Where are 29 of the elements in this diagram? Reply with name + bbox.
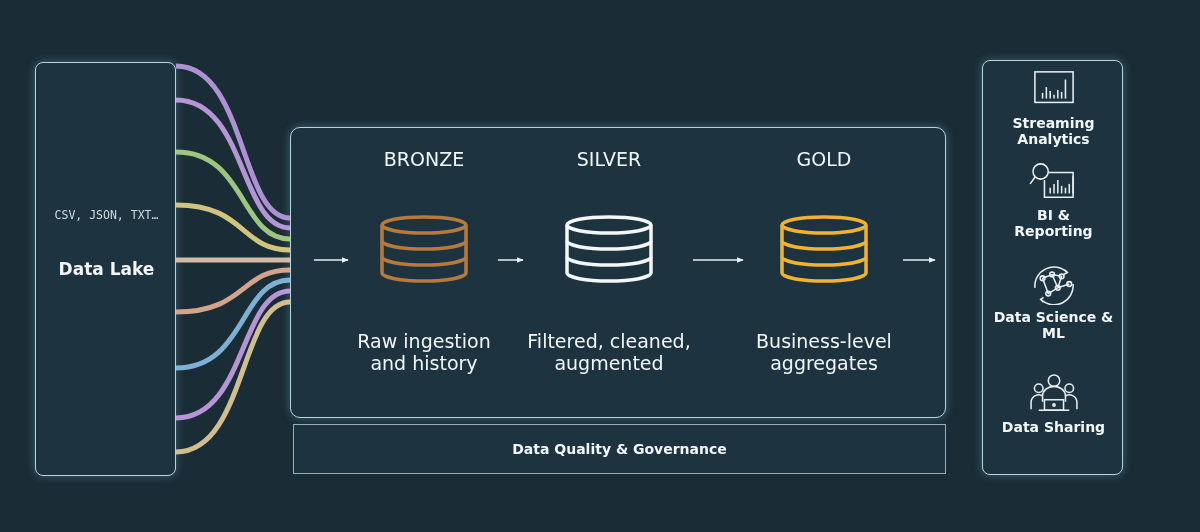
sources-panel [35,62,176,476]
consumers-panel [982,60,1123,475]
arrow [497,257,524,263]
layer-description: Raw ingestion and history [356,330,492,375]
arrow [313,257,349,263]
data-stream-line [175,202,291,253]
data-stream-line [175,299,291,455]
data-stream-line [176,257,290,263]
layer-heading: GOLD [796,149,852,171]
consumer-label: Data Sharing [1001,419,1106,436]
consumer-label: Data Science & ML [993,309,1114,342]
governance-bar: Data Quality & Governance [293,424,946,474]
source-label: CSV, JSON, TXT… [54,209,159,223]
data-stream-line [175,149,291,242]
layer-description: Business-level aggregates [755,330,893,375]
medallion-panel [290,127,946,418]
data-stream-line [175,267,291,315]
data-stream-line [175,288,291,421]
arrow [692,257,744,263]
consumer-label: BI & Reporting [1013,207,1094,240]
data-stream-line [175,63,291,221]
data-stream-line [175,97,291,231]
data-stream-line [175,277,291,371]
layer-description: Filtered, cleaned, augmented [526,330,692,375]
consumer-label: Streaming Analytics [1011,115,1096,148]
layer-heading: BRONZE [383,149,465,171]
layer-heading: SILVER [576,149,642,171]
arrow [902,257,936,263]
source-label: Data Lake [58,260,155,280]
